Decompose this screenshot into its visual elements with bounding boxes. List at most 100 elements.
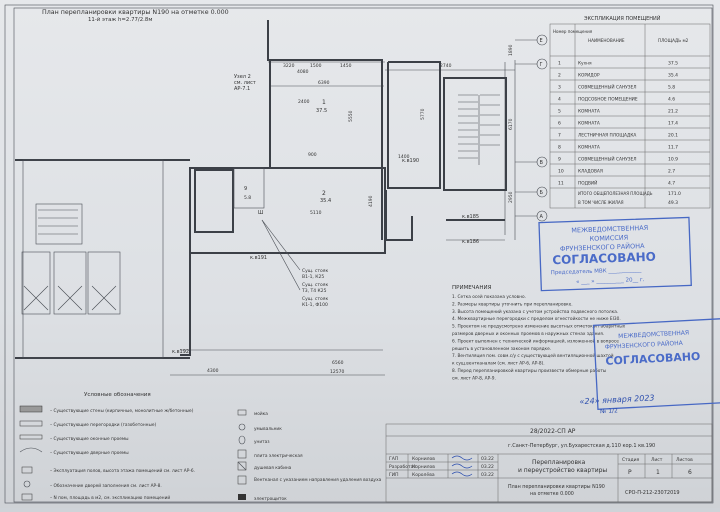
date-developer: 03.22 [481, 464, 494, 470]
riser-1: Сущ. стояк [302, 268, 328, 274]
room-area-cell: 20.1 [668, 133, 678, 139]
floor-info: 11-й этаж h=2.77/2.8м [88, 16, 152, 23]
dim-1450: 1450 [340, 63, 352, 69]
legend-fixture: унитаз [254, 440, 270, 445]
room-area-cell: 17.4 [668, 121, 678, 127]
col-number: Номер помещения [553, 29, 593, 34]
axis-g: Г [540, 62, 543, 68]
inner-frame [13, 7, 713, 503]
room-name-cell: СОВМЕЩЕННЫЙ САНУЗЕЛ [578, 84, 637, 91]
legend-item: – N пом, площадь в м2, см. экспликацию п… [50, 494, 170, 501]
room-2-number: 2 [322, 190, 326, 197]
stage-label: Стадия [622, 457, 640, 463]
room-number-cell: 1 [558, 61, 561, 67]
role-gip: ГИП [389, 472, 399, 478]
legend-title: Условные обозначения [84, 392, 151, 398]
mark-kv190: к.в190 [402, 158, 419, 164]
legend-item: – Обозначение дверей заполнения см. лист… [50, 482, 162, 489]
dim-4300: 4300 [207, 368, 219, 374]
sheet-label: Лист [651, 457, 663, 463]
living-value: 49.3 [668, 200, 678, 206]
col-name: НАИМЕНОВАНИЕ [588, 38, 625, 43]
mark-kv191: к.в191 [250, 255, 267, 261]
neighbor-block [22, 159, 164, 359]
stamp2-handwritten: «24» января 2023 [579, 393, 654, 406]
room-number-cell: 6 [558, 121, 561, 127]
axis-markers: Е Г В Б А [515, 34, 548, 222]
room-number-cell: 7 [558, 133, 561, 139]
note-line: размеров дверных и оконных проемов в нар… [452, 332, 604, 337]
stamp1-line3: ФРУНЗЕНСКОГО РАЙОНА [560, 241, 645, 253]
dim-5770: 5770 [420, 108, 426, 120]
stamp2-number: № 1/2 [600, 407, 618, 415]
legend-item: – Существующие перегородки (газобетонные… [50, 422, 157, 428]
corridor-room [189, 167, 386, 254]
role-gap: ГАП [389, 456, 398, 462]
sheets-total: 6 [688, 469, 692, 476]
dim-4190: 4190 [368, 195, 374, 207]
room-area-cell: 11.7 [668, 145, 678, 151]
date-gip: 03.22 [481, 472, 494, 478]
room-name-cell: ПОДВИЙ [578, 180, 597, 187]
project-name: Перепланировка [532, 459, 586, 466]
room-number-cell: 9 [558, 157, 561, 163]
node-label: Узел 2 [234, 74, 251, 80]
room-name-cell: КОМНАТА [578, 145, 600, 151]
stamp1-line2: КОМИССИЯ [589, 234, 628, 243]
room-1-area: 37.5 [316, 108, 327, 114]
note-line: 5. Проектом не предусмотрено изменение в… [452, 324, 626, 330]
legend-item: – Эксплуатация полов, высота этажа помещ… [50, 467, 195, 474]
note-line: 8. Перед перепланировкой квартиры произв… [452, 367, 607, 374]
legend-item: – Существующие стены (кирпичные, монолит… [50, 408, 194, 414]
room-area-cell: 21.2 [668, 109, 678, 115]
room-number-cell: 4 [558, 97, 561, 103]
legend-fixture: умывальник [254, 427, 282, 432]
room-number-cell: 8 [558, 145, 561, 151]
room-number-cell: 3 [558, 85, 561, 91]
room-area-cell: 35.4 [668, 73, 678, 79]
room-name-cell: КОМНАТА [578, 109, 600, 115]
note-line: 4. Межквартирные перегородки с пределом … [452, 315, 621, 322]
riser-3-spec: К1-1, Ф100 [302, 302, 328, 308]
dim-1400: 1400 [398, 154, 410, 160]
legend-item: – Существующие оконные проемы [50, 436, 129, 442]
name-gap: Корнилов [412, 456, 435, 462]
dim-6390: 6390 [318, 80, 330, 86]
role-developer: Разработал [389, 464, 416, 470]
legend-fixture: Вентканал с указанием направления удален… [254, 477, 382, 483]
note-line: 3. Высота помещений указана с учетом уст… [452, 308, 618, 315]
room-number-cell: 11 [558, 181, 564, 187]
dim-5550: 5550 [348, 110, 354, 122]
room-name-cell: СОВМЕЩЕННЫЙ САНУЗЕЛ [578, 156, 637, 163]
dim-4080: 4080 [297, 69, 309, 75]
bathroom [233, 167, 265, 209]
signatures [451, 455, 473, 477]
storage-room [194, 169, 234, 233]
room-number-cell: 5 [558, 109, 561, 115]
stamp2-line1: МЕЖВЕДОМСТВЕННАЯ [618, 329, 689, 340]
legend-fixture: мойка [254, 410, 268, 417]
stamp2-line2: ФРУНЗЕНСКОГО РАЙОНА [605, 340, 684, 351]
riser-2-spec: Т3, Т4 К25 [301, 288, 327, 294]
mark-panel: Ш [258, 210, 263, 216]
legend-left-items: – Существующие стены (кирпичные, монолит… [50, 408, 195, 501]
legend-fixture: электрощиток [254, 497, 287, 502]
title-block: 28/2022-СП АР г.Санкт-Петербург, ул.Буха… [385, 423, 713, 503]
approval-stamp-1: МЕЖВЕДОМСТВЕННАЯ КОМИССИЯ ФРУНЗЕНСКОГО Р… [538, 216, 692, 292]
plan-area: 2740 6390 5550 4080 2400 3220 1450 1500 … [15, 20, 548, 376]
legend-fixture: душевая кабина [254, 465, 292, 471]
sheet-description-2: на отметке 0.000 [530, 491, 574, 497]
room-area-cell: 2.7 [668, 169, 675, 175]
riser-1-spec: В1-1, К25 [302, 274, 324, 280]
legend-fixture: плита электрическая [254, 454, 303, 459]
sheets-label: Листов [676, 457, 693, 463]
sheet-frame [4, 4, 714, 504]
room-number-cell: 2 [558, 73, 561, 79]
dim-6560: 6560 [332, 360, 344, 366]
room-area-cell: 4.6 [668, 97, 675, 103]
room-area-cell: 37.5 [668, 61, 678, 67]
dim-2950: 2950 [508, 191, 514, 203]
notes-lines: 1. Сетка осей показана условно.2. Размер… [452, 293, 626, 381]
legend-item: – Существующие дверные проемы [50, 450, 129, 456]
sheet-description: План перепланировки квартиры N190 [508, 484, 605, 490]
